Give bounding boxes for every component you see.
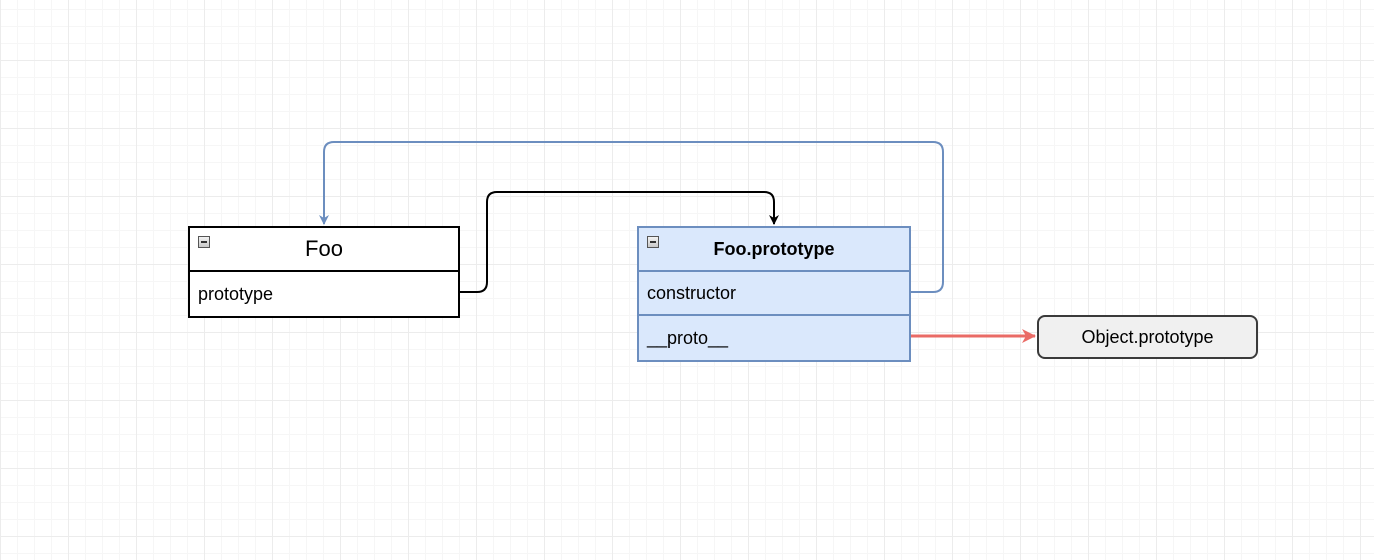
object-prototype-node[interactable]: Object.prototype bbox=[1037, 315, 1258, 359]
foo-node-title: Foo bbox=[305, 236, 343, 261]
row-label: constructor bbox=[647, 282, 737, 303]
collapse-icon[interactable] bbox=[647, 236, 659, 248]
edge-foo-prototype-to-foo-prototype-node[interactable] bbox=[460, 191, 779, 293]
foo-prototype-row-constructor[interactable]: constructor bbox=[639, 272, 909, 316]
foo-prototype-node-title: Foo.prototype bbox=[713, 238, 835, 259]
edge-constructor-to-foo[interactable] bbox=[319, 141, 944, 293]
foo-node-row-prototype[interactable]: prototype bbox=[190, 272, 458, 316]
foo-prototype-row-proto[interactable]: __proto__ bbox=[639, 316, 909, 360]
row-label: __proto__ bbox=[647, 327, 729, 348]
foo-node[interactable]: Foo prototype bbox=[188, 226, 460, 318]
row-label: prototype bbox=[198, 283, 274, 304]
foo-node-header: Foo bbox=[190, 228, 458, 272]
object-prototype-label: Object.prototype bbox=[1081, 326, 1214, 347]
collapse-icon[interactable] bbox=[198, 236, 210, 248]
foo-prototype-node[interactable]: Foo.prototype constructor __proto__ bbox=[637, 226, 911, 362]
foo-prototype-node-header: Foo.prototype bbox=[639, 228, 909, 272]
